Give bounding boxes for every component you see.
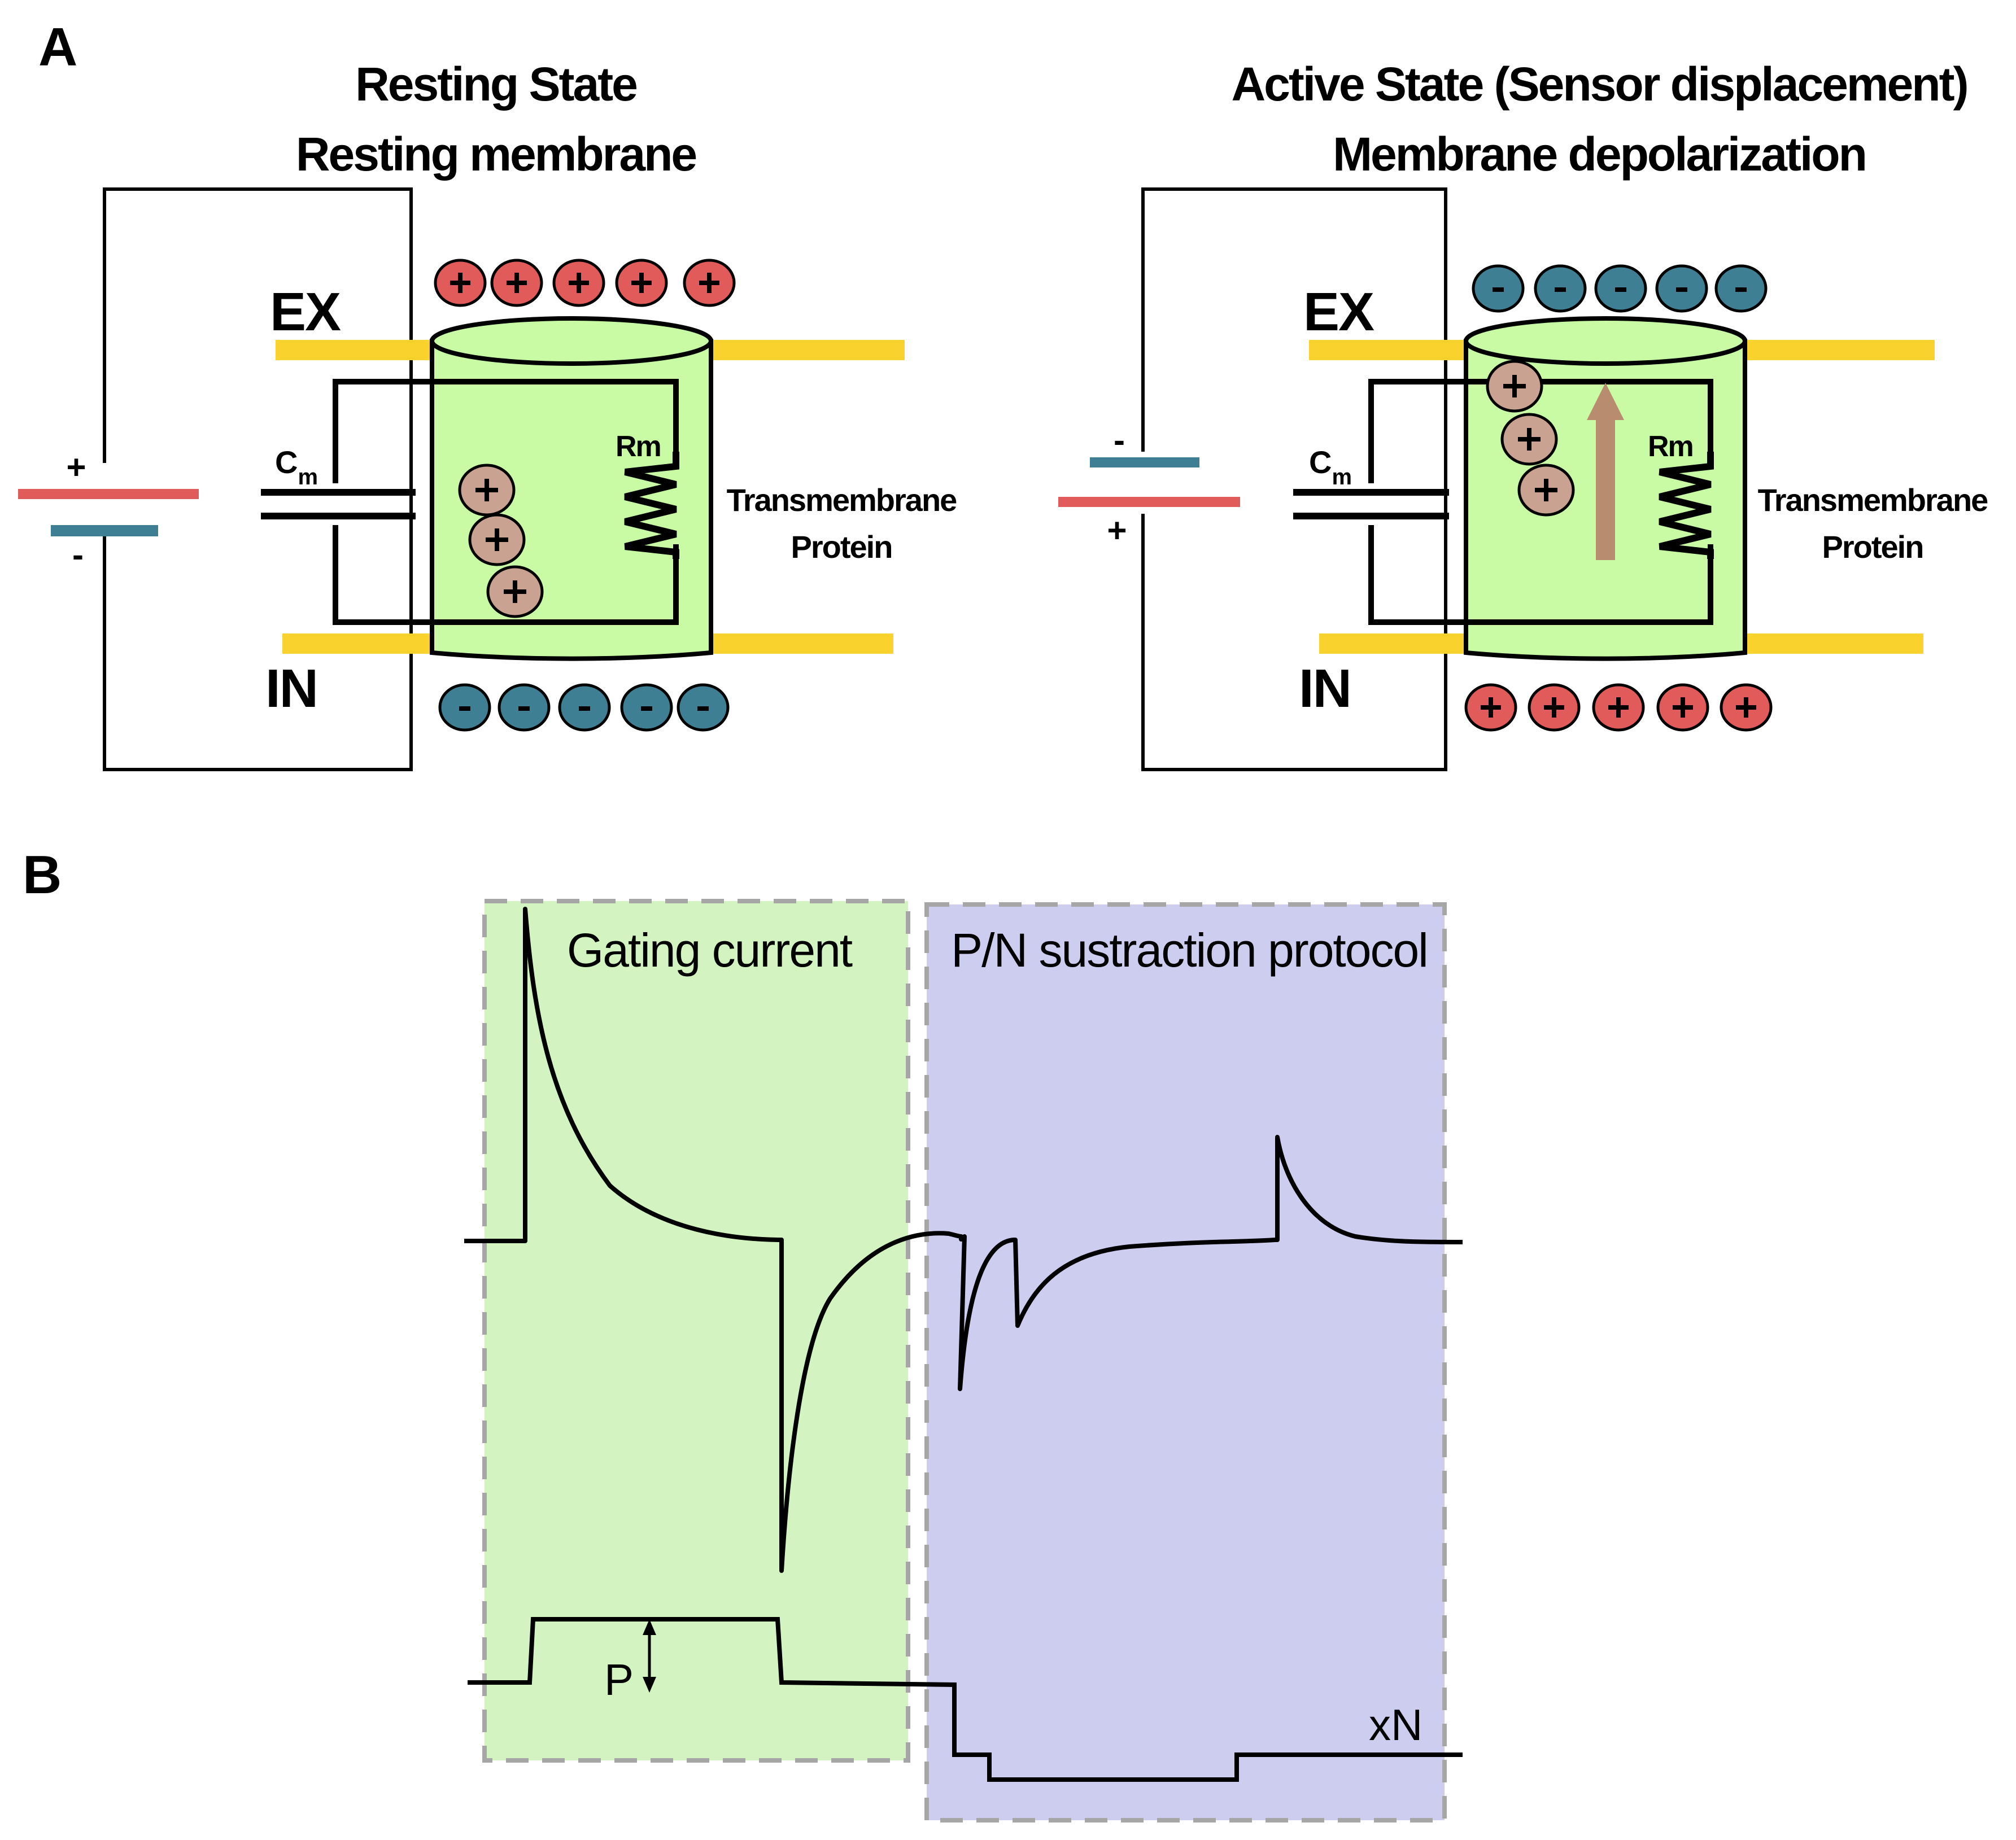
- active-protein-line2: Protein: [1822, 529, 1923, 565]
- active-outside-ion: [1535, 266, 1585, 311]
- resting-outside-ion: [554, 260, 604, 305]
- active-title-line2: Membrane depolarization: [1333, 128, 1866, 181]
- resting-inside-ion: [678, 685, 728, 730]
- active-protein-line1: Transmembrane: [1758, 482, 1988, 518]
- active-ex-label: EX: [1303, 282, 1374, 342]
- active-capacitor: [1293, 483, 1449, 525]
- resting-sensor-charge: [460, 465, 514, 515]
- active-outside-ion: [1596, 266, 1646, 311]
- resting-protein-line1: Transmembrane: [727, 482, 957, 518]
- resting-outside-ion: [684, 260, 734, 305]
- resting-capacitor: [261, 483, 416, 525]
- active-title-line1: Active State (Sensor displacement): [1231, 58, 1967, 111]
- resting-inside-ion: [560, 685, 609, 730]
- active-outside-ion: [1473, 266, 1523, 311]
- resting-inside-ion: [440, 685, 490, 730]
- resting-battery-top-sign: +: [66, 448, 86, 486]
- active-battery-top-sign: -: [1114, 421, 1125, 459]
- active-sensor-charge: [1502, 414, 1556, 464]
- active-inside-ion: [1594, 685, 1643, 730]
- current-trace: [464, 907, 1463, 1573]
- resting-outside-ion: [492, 260, 542, 305]
- resting-in-label: IN: [265, 658, 317, 719]
- resting-cm-label: Cm: [275, 444, 318, 489]
- gating-current-label: Gating current: [567, 924, 853, 977]
- panel-b-letter: B: [23, 845, 62, 905]
- active-in-label: IN: [1299, 658, 1351, 719]
- active-cm-label: Cm: [1309, 444, 1352, 489]
- resting-inside-ion: [622, 685, 671, 730]
- scale-factor-label: xN: [1369, 1700, 1422, 1750]
- resting-protein-line2: Protein: [791, 529, 892, 565]
- resting-battery-bottom-sign: -: [72, 536, 84, 574]
- resting-state-diagram: Resting State Resting membrane + - EX IN…: [16, 58, 958, 771]
- pulse-label: P: [604, 1655, 634, 1704]
- active-inside-ion: [1658, 685, 1708, 730]
- voltage-trace: [468, 1617, 1463, 1782]
- active-sensor-charge: [1519, 465, 1573, 515]
- gating-current-region: [482, 899, 910, 1763]
- pulse-amplitude-double-arrow-icon: [643, 1619, 656, 1693]
- pn-protocol-region: [924, 902, 1447, 1822]
- sensor-displacement-arrow-icon: [1587, 383, 1624, 560]
- resting-outside-ion: [617, 260, 666, 305]
- resting-ex-label: EX: [270, 282, 341, 342]
- active-rm-label: Rm: [1648, 430, 1693, 463]
- pn-protocol-label: P/N sustraction protocol: [951, 924, 1428, 977]
- resting-sensor-charge: [470, 515, 524, 565]
- active-sensor-charge: [1487, 361, 1542, 411]
- active-inside-ion: [1529, 685, 1579, 730]
- active-outside-ion: [1716, 266, 1766, 311]
- active-inside-ion: [1721, 685, 1771, 730]
- resting-sensor-charge: [488, 567, 542, 617]
- active-inside-ion: [1466, 685, 1516, 730]
- resting-rm-label: Rm: [616, 430, 661, 463]
- resting-resistor: [624, 452, 686, 559]
- active-battery-bottom-sign: +: [1107, 512, 1127, 549]
- active-state-diagram: Active State (Sensor displacement) Membr…: [1056, 58, 1989, 771]
- active-resistor: [1659, 452, 1720, 559]
- resting-title-line2: Resting membrane: [296, 128, 696, 181]
- resting-title-line1: Resting State: [355, 58, 636, 111]
- panel-a-letter: A: [38, 17, 77, 77]
- resting-inside-ion: [499, 685, 549, 730]
- resting-outside-ion: [435, 260, 485, 305]
- active-outside-ion: [1657, 266, 1707, 311]
